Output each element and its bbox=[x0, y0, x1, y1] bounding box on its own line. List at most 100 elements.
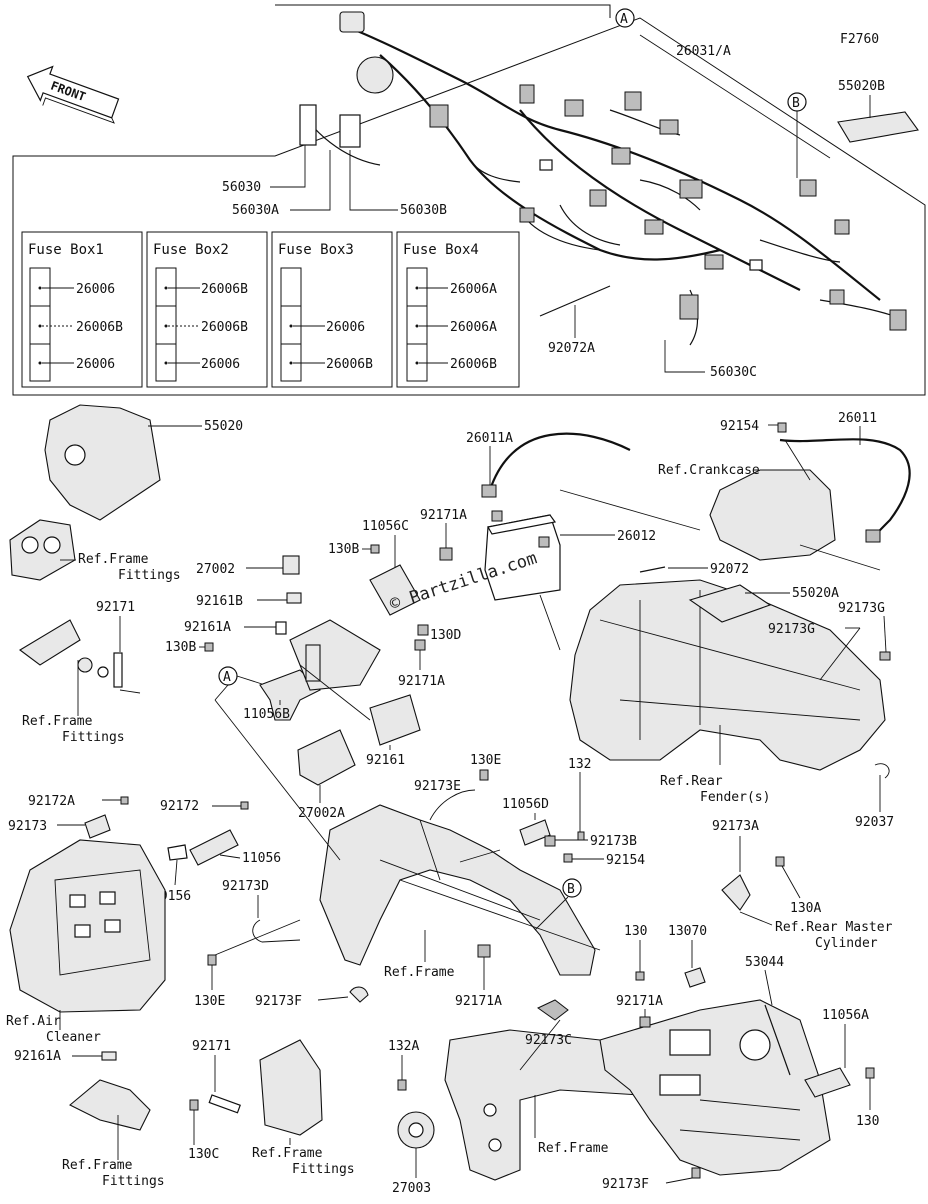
label-92173b: 92173B bbox=[590, 834, 637, 849]
label-92161a-2: 92161A bbox=[14, 1049, 61, 1064]
label-92173f-1: 92173F bbox=[255, 994, 302, 1009]
frame-fitting-bottom-mid bbox=[259, 1039, 323, 1136]
fuse-box-3-item-2: 26006B bbox=[326, 357, 373, 372]
bracket-11056c-shape bbox=[369, 564, 421, 616]
label-92172: 92172 bbox=[160, 799, 199, 814]
label-ref-frame-2: Ref.Frame bbox=[538, 1141, 609, 1156]
svg-text:A: A bbox=[620, 12, 628, 27]
label-27002: 27002 bbox=[196, 562, 235, 577]
label-130b-2: 130B bbox=[165, 640, 196, 655]
harness-panel-outline bbox=[12, 4, 926, 396]
callout-a-lower: A bbox=[214, 666, 263, 701]
callout-b-top: B bbox=[787, 92, 807, 178]
label-92171a-3: 92171A bbox=[455, 994, 502, 1009]
svg-text:B: B bbox=[792, 96, 800, 111]
label-11056: 11056 bbox=[242, 851, 281, 866]
label-130b-1: 130B bbox=[328, 542, 359, 557]
label-92161: 92161 bbox=[366, 753, 405, 768]
harness-leader bbox=[639, 34, 831, 159]
svg-text:B: B bbox=[567, 882, 575, 897]
label-92173: 92173 bbox=[8, 819, 47, 834]
fuse-box-3-title: Fuse Box3 bbox=[278, 242, 354, 258]
fuse-box-2-item-2: 26006B bbox=[201, 320, 248, 335]
fuse-box-1: Fuse Box1 26006 26006B 26006 bbox=[21, 231, 143, 388]
band-92072a-shape bbox=[539, 285, 611, 317]
bracket-11056-shape bbox=[189, 829, 239, 866]
frame-fitting-middle-left bbox=[19, 619, 141, 694]
main-frame-shape bbox=[319, 804, 596, 976]
label-92173d: 92173D bbox=[222, 879, 269, 894]
relay-27002a-shape bbox=[297, 729, 356, 786]
label-26011: 26011 bbox=[838, 411, 877, 426]
label-55020a: 55020A bbox=[792, 586, 839, 601]
battery-26012 bbox=[484, 510, 561, 601]
cable-26011a bbox=[488, 432, 631, 491]
label-27003: 27003 bbox=[392, 1181, 431, 1196]
bracket-11056d-shape bbox=[519, 819, 551, 846]
label-92154-b: 92154 bbox=[606, 853, 645, 868]
label-92172a: 92172A bbox=[28, 794, 75, 809]
main-wiring-harness bbox=[299, 11, 907, 346]
cover-55020-shape bbox=[44, 404, 161, 521]
fuse-box-3: Fuse Box3 26006 26006B bbox=[271, 231, 393, 388]
cover-55020a-shape bbox=[688, 584, 772, 623]
label-27002a: 27002A bbox=[298, 806, 345, 821]
label-92171a-1: 92171A bbox=[420, 508, 467, 523]
label-130-a: 130 bbox=[624, 924, 647, 939]
fuse-box-4-item-1: 26006A bbox=[450, 282, 497, 297]
label-11056d: 11056D bbox=[502, 797, 549, 812]
fuse-box-2-item-3: 26006 bbox=[201, 357, 240, 372]
fuse-box-4-title: Fuse Box4 bbox=[403, 242, 479, 258]
clip-92037-shape bbox=[874, 763, 890, 779]
frame-fitting-bottom-left bbox=[69, 1079, 151, 1131]
front-direction-arrow: FRONT bbox=[26, 65, 120, 124]
label-55020: 55020 bbox=[204, 419, 243, 434]
damper-92161-shape bbox=[369, 694, 421, 746]
clamp-92173-shape bbox=[84, 814, 111, 839]
label-92173c: 92173C bbox=[525, 1033, 572, 1048]
cover-55020b-shape bbox=[837, 111, 919, 143]
label-13070: 13070 bbox=[668, 924, 707, 939]
label-92171a-2: 92171A bbox=[398, 674, 445, 689]
air-cleaner-shape bbox=[9, 839, 166, 1013]
label-92072a: 92072A bbox=[548, 341, 595, 356]
callout-a-top: A bbox=[615, 8, 635, 28]
label-92037: 92037 bbox=[855, 815, 894, 830]
label-92161a-1: 92161A bbox=[184, 620, 231, 635]
pad-39156-shape bbox=[167, 844, 188, 861]
fuse-box-4: Fuse Box4 26006A 26006A 26006B bbox=[396, 231, 520, 388]
label-26011a: 26011A bbox=[466, 431, 513, 446]
fuse-box-2-item-1: 26006B bbox=[201, 282, 248, 297]
stay-13070-shape bbox=[684, 967, 706, 988]
rear-master-bracket-shape bbox=[721, 874, 751, 911]
label-56030a: 56030A bbox=[232, 203, 279, 218]
relay-27002-shape bbox=[282, 555, 300, 575]
callout-b-lower: B bbox=[534, 878, 582, 931]
label-130-b: 130 bbox=[856, 1114, 879, 1129]
label-26031a: 26031/A bbox=[676, 44, 731, 59]
label-11056c: 11056C bbox=[362, 519, 409, 534]
fuse-box-2-title: Fuse Box2 bbox=[153, 242, 229, 258]
horn-27003-shape bbox=[397, 1111, 435, 1149]
clamp-92173c-shape bbox=[537, 999, 569, 1021]
label-56030: 56030 bbox=[222, 180, 261, 195]
label-92173g-2: 92173G bbox=[838, 601, 885, 616]
label-130c: 130C bbox=[188, 1147, 219, 1162]
cable-26011 bbox=[779, 438, 911, 541]
rear-subframe-shape bbox=[599, 999, 831, 1176]
fuse-box-1-item-2: 26006B bbox=[76, 320, 123, 335]
label-53044: 53044 bbox=[745, 955, 784, 970]
label-56030c: 56030C bbox=[710, 365, 757, 380]
label-130a: 130A bbox=[790, 901, 821, 916]
label-92171a-4: 92171A bbox=[616, 994, 663, 1009]
label-92171-a: 92171 bbox=[96, 600, 135, 615]
rear-fender-shape bbox=[569, 579, 886, 771]
label-92171-b: 92171 bbox=[192, 1039, 231, 1054]
fuse-box-1-item-1: 26006 bbox=[76, 282, 115, 297]
fuse-box-2: Fuse Box2 26006B 26006B 26006 bbox=[146, 231, 268, 388]
